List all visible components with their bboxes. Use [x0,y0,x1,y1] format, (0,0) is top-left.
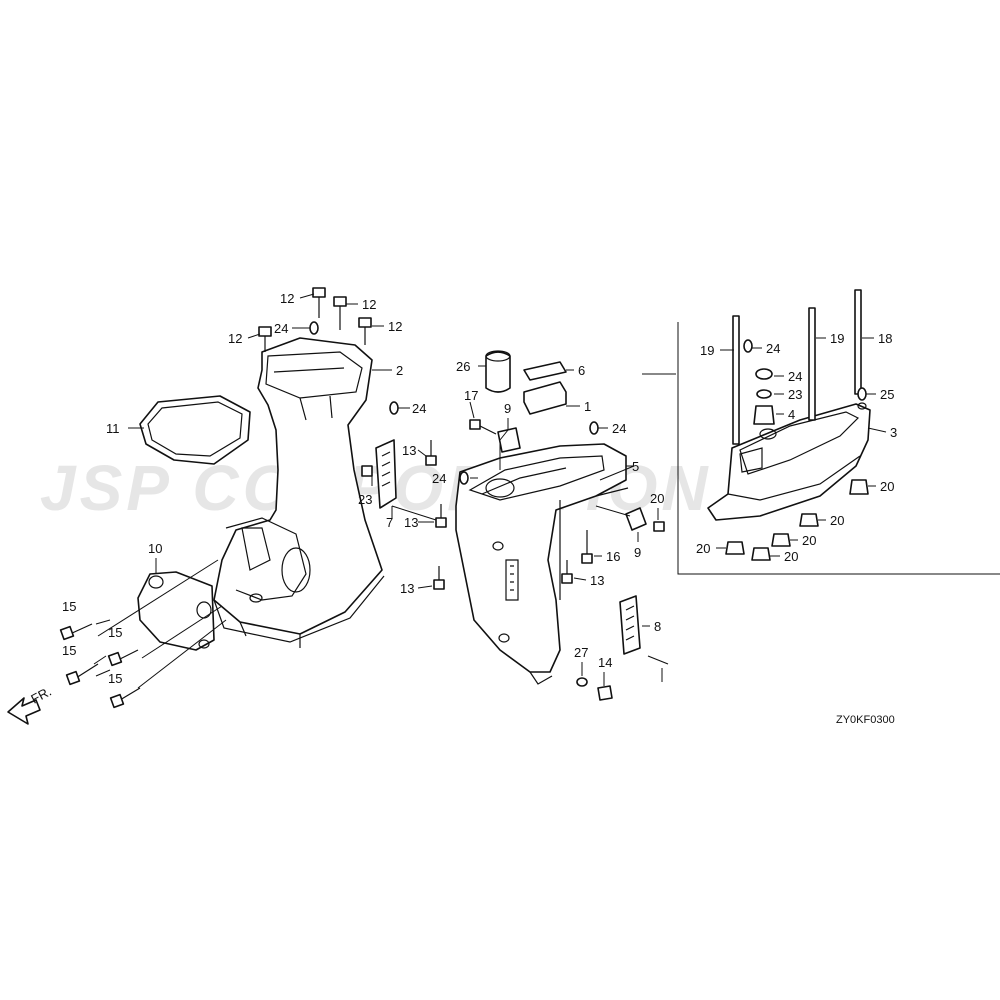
callout-24c: 24 [612,421,626,436]
callout-22: 23 [788,387,802,402]
callout-13b: 13 [404,515,418,530]
callout-14: 14 [598,655,612,670]
callout-8: 8 [654,619,661,634]
mount-case [707,402,871,521]
callout-12b: 12 [362,297,376,312]
callout-26: 27 [574,645,588,660]
callout-9b: 9 [634,545,641,560]
callout-15d: 15 [108,671,122,686]
callout-24b: 24 [412,401,426,416]
leader-lines [93,293,887,689]
callout-15b: 15 [108,625,122,640]
callout-19b: 19 [830,331,844,346]
callout-25: 26 [456,359,470,374]
callout-10: 10 [148,541,162,556]
callout-13d: 13 [590,573,604,588]
callout-1: 1 [584,399,591,414]
callout-5: 5 [632,459,639,474]
callout-13a: 13 [402,443,416,458]
callout-13c: 13 [400,581,414,596]
nuts-20 [725,479,869,561]
callout-19a: 19 [700,343,714,358]
callout-12d: 12 [228,331,242,346]
callout-21: 23 [358,492,372,507]
callout-18: 18 [878,331,892,346]
front-arrow-icon [7,697,41,725]
callout-11: 11 [106,421,120,436]
seal-ring [139,395,251,465]
callout-23: 24 [788,369,802,384]
center-bolts [425,419,665,590]
studs [732,289,862,445]
callout-17: 17 [464,388,478,403]
callouts: 12 12 12 12 24 2 24 11 10 15 15 15 15 26… [28,291,897,726]
callout-12a: 12 [280,291,294,306]
callout-6: 6 [578,363,585,378]
top-bolts-12 [258,287,399,415]
extension-case [213,337,385,648]
callout-20e: 20 [784,549,798,564]
callout-24d: 24 [432,471,446,486]
callout-24e: 24 [766,341,780,356]
exhaust-cover [137,571,215,651]
callout-20d: 20 [802,533,816,548]
inset-frame [677,322,1000,575]
callout-16: 16 [606,549,620,564]
callout-2: 2 [396,363,403,378]
callout-24a: 24 [274,321,288,336]
callout-7: 7 [386,515,393,530]
callout-20a: 20 [650,491,664,506]
grommets [361,421,669,701]
diagram-code: ZY0KF0300 [836,714,895,726]
callout-9a: 9 [504,401,511,416]
callout-12c: 12 [388,319,402,334]
callout-20b: 20 [880,479,894,494]
mount-rubbers [485,350,567,453]
callout-4: 4 [788,407,795,422]
bolts-15 [59,623,141,709]
callout-20f: 20 [696,541,710,556]
callout-20c: 20 [830,513,844,528]
oil-case [455,443,629,685]
callout-24f: 25 [880,387,894,402]
callout-15a: 15 [62,599,76,614]
callout-15c: 15 [62,643,76,658]
callout-3: 3 [890,425,897,440]
